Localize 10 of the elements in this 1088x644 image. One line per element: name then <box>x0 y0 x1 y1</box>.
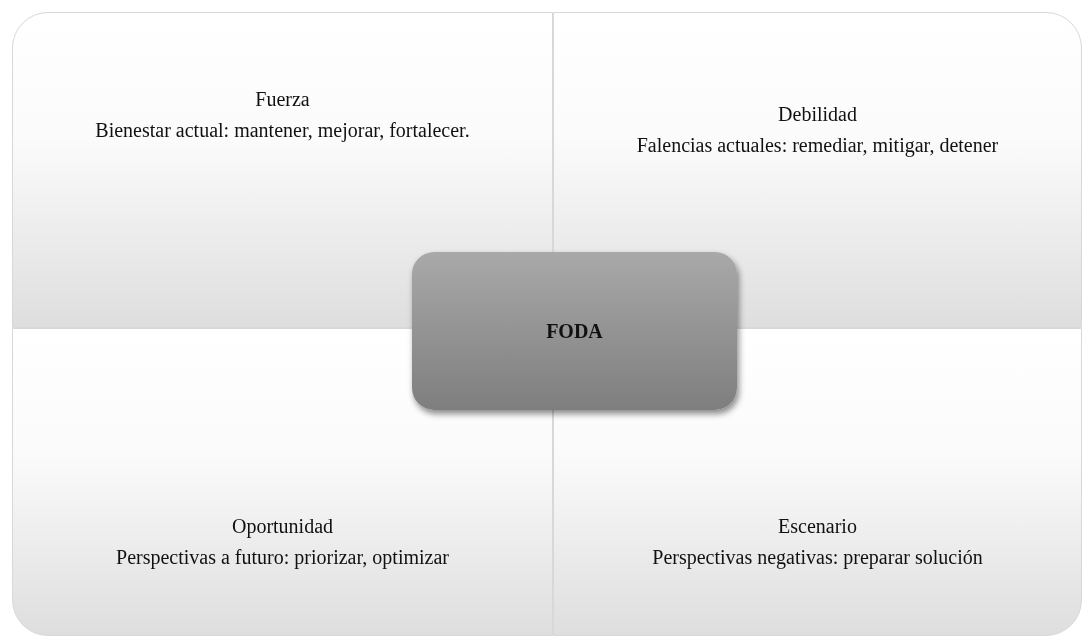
center-label: FODA <box>546 319 603 343</box>
quadrant-description: Falencias actuales: remediar, mitigar, detener <box>636 134 999 157</box>
quadrant-description: Perspectivas a futuro: priorizar, optimizar <box>116 546 449 569</box>
quadrant-heading: Debilidad <box>778 103 857 126</box>
quadrant-heading: Escenario <box>778 515 857 538</box>
center-box <box>412 252 737 410</box>
quadrant-heading: Fuerza <box>255 88 310 111</box>
quadrant-description: Bienestar actual: mantener, mejorar, fortalecer. <box>95 119 470 142</box>
quadrant-description: Perspectivas negativas: preparar solución <box>652 546 983 569</box>
quadrant-heading: Oportunidad <box>231 515 334 538</box>
